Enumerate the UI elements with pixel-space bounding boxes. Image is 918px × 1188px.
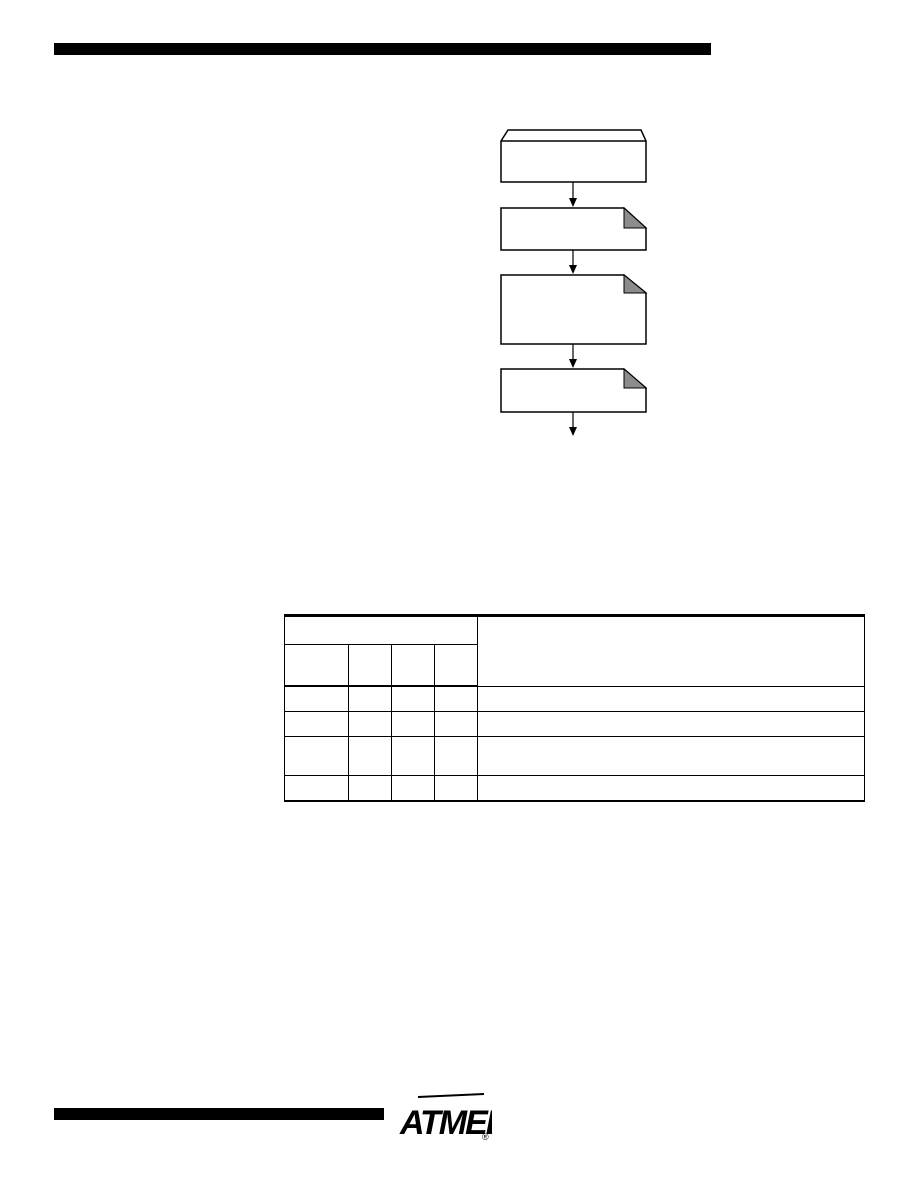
table-subheader <box>391 644 435 687</box>
table-cell <box>477 685 865 712</box>
table-cell <box>391 685 435 712</box>
table-cell <box>348 775 392 802</box>
table-row <box>284 775 865 802</box>
footer-rule <box>54 1108 384 1120</box>
registered-mark: ® <box>482 1132 489 1142</box>
spec-table <box>284 614 865 802</box>
table-cell <box>348 736 392 776</box>
table-cell <box>348 685 392 712</box>
table-subheader <box>284 644 349 687</box>
flowchart-step-process <box>500 273 648 345</box>
table-row <box>284 736 865 776</box>
flowchart-step-process <box>500 206 648 251</box>
table-cell <box>434 711 478 737</box>
table-group-header <box>284 614 478 645</box>
table-header-row <box>284 614 865 687</box>
table-description-header <box>477 614 865 687</box>
table-cell <box>434 775 478 802</box>
table-cell <box>477 711 865 737</box>
table-row <box>284 711 865 737</box>
flowchart-step-process <box>500 367 648 413</box>
table-subheader-row <box>284 644 865 687</box>
flowchart-arrow <box>569 412 577 436</box>
flowchart-arrow <box>569 250 577 274</box>
header-rule <box>54 43 711 55</box>
flowchart-step-input <box>500 129 647 183</box>
flowchart-arrow <box>569 344 577 368</box>
table-cell <box>434 685 478 712</box>
table-cell <box>284 685 349 712</box>
table-cell <box>477 736 865 776</box>
logo-wordmark: ATMEL <box>399 1104 492 1142</box>
table-cell <box>477 775 865 802</box>
table-subheader <box>434 644 478 687</box>
table-cell <box>284 775 349 802</box>
table-cell <box>434 736 478 776</box>
table-cell <box>391 736 435 776</box>
table-cell <box>391 711 435 737</box>
atmel-logo: ATMEL ® <box>399 1093 492 1142</box>
flowchart <box>500 129 648 436</box>
table-cell <box>391 775 435 802</box>
table-cell <box>348 711 392 737</box>
table-cell <box>284 711 349 737</box>
table-subheader <box>348 644 392 687</box>
table-row <box>284 685 865 712</box>
flowchart-arrow <box>569 182 577 207</box>
table-cell <box>284 736 349 776</box>
